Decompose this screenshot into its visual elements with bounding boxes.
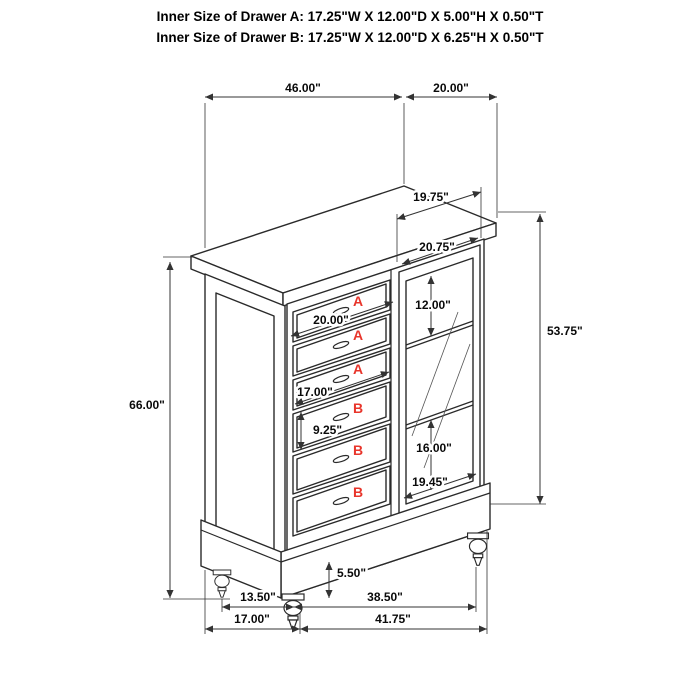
drawer-label: B <box>353 442 363 458</box>
dimension-annotations: 46.00" 20.00" 19.75" 20.75" 12.00" 16.00… <box>127 79 585 634</box>
dim-door-bottom-width-label: 19.45" <box>412 475 448 489</box>
dim-height-to-top-label: 53.75" <box>547 324 583 338</box>
dim-height-to-top: 53.75" <box>490 211 585 505</box>
drawer-label: A <box>353 327 363 343</box>
dim-base-width-label: 41.75" <box>375 612 411 626</box>
dim-drawer-inner-width: 17.00" <box>295 371 390 405</box>
drawer-6: B <box>292 465 391 537</box>
dim-foot-height: 5.50" <box>325 562 369 598</box>
foot-front-right <box>466 532 490 566</box>
dim-door-bottom-width: 19.45" <box>403 473 477 499</box>
dim-shelf-spacing-lower: 16.00" <box>414 420 454 490</box>
dim-shelf-spacing-lower-label: 16.00" <box>416 441 452 455</box>
drawer-handle-icon <box>332 496 350 506</box>
dim-drawer-b-front-height-label: 9.25" <box>313 423 342 437</box>
dim-door-width-label: 19.75" <box>413 190 449 204</box>
dim-door-width: 19.75" <box>396 187 482 262</box>
drawer-b-inner-size-text: Inner Size of Drawer B: 17.25"W X 12.00"… <box>156 30 544 45</box>
dim-shelf-spacing-upper: 12.00" <box>413 276 453 336</box>
drawer-5: B <box>292 423 391 495</box>
drawer-label: A <box>353 293 363 309</box>
dim-drawer-section-width: 20.00" <box>290 301 394 337</box>
dim-overall-height: 66.00" <box>127 256 230 600</box>
drawer-handle-icon <box>332 340 350 350</box>
foot-front-left <box>281 593 305 629</box>
shelf-line <box>405 404 474 430</box>
dim-base-width-inner-label: 38.50" <box>367 590 403 604</box>
dim-base-width: 41.75" <box>300 531 488 634</box>
dim-door-inner-width: 20.75" <box>401 237 479 265</box>
dim-overall-height-label: 66.00" <box>129 398 165 412</box>
dim-shelf-spacing-upper-label: 12.00" <box>415 298 451 312</box>
dim-overall-width-label: 46.00" <box>285 81 321 95</box>
dim-base-depth-inner-label: 13.50" <box>240 590 276 604</box>
glass-door <box>398 244 481 517</box>
dim-drawer-inner-width-label: 17.00" <box>297 385 333 399</box>
dim-overall-depth: 20.00" <box>406 79 498 218</box>
dim-base-width-inner: 38.50" <box>294 567 477 612</box>
dim-drawer-b-front-height: 9.25" <box>297 412 345 450</box>
drawer-label: B <box>353 484 363 500</box>
dim-base-depth: 17.00" <box>204 570 301 634</box>
base-molding <box>200 482 491 599</box>
dim-foot-height-label: 5.50" <box>337 566 366 580</box>
shelf-line <box>405 320 474 346</box>
drawer-handle-icon <box>332 412 350 422</box>
dim-overall-depth-label: 20.00" <box>433 81 469 95</box>
drawer-handle-icon <box>332 454 350 464</box>
dim-drawer-section-width-label: 20.00" <box>313 313 349 327</box>
dim-overall-width: 46.00" <box>204 79 405 248</box>
shelf-line <box>405 324 474 350</box>
left-side-panel <box>204 273 286 598</box>
drawer-label: B <box>353 400 363 416</box>
dim-door-inner-width-label: 20.75" <box>419 240 455 254</box>
dim-base-depth-label: 17.00" <box>234 612 270 626</box>
glass-glare <box>411 311 459 437</box>
drawer-a-inner-size-text: Inner Size of Drawer A: 17.25"W X 12.00"… <box>157 9 545 24</box>
dim-base-depth-inner: 13.50" <box>221 588 294 612</box>
drawer-label: A <box>353 361 363 377</box>
foot-back-left <box>212 569 232 598</box>
